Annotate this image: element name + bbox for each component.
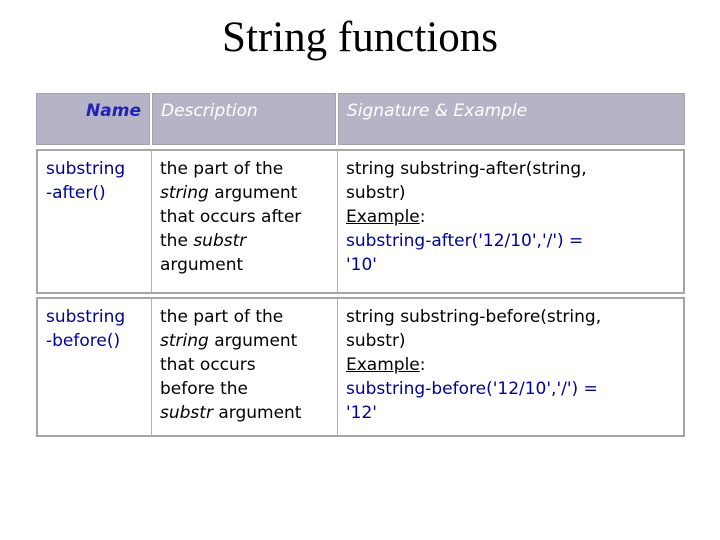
function-name-cell: substring -before() <box>38 299 152 435</box>
example-code: substring-after('12/10','/') = '10' <box>346 231 584 275</box>
example-code: substring-before('12/10','/') = '12' <box>346 379 598 423</box>
description-text: the part of the string argument that occ… <box>160 307 302 423</box>
example-label-line: Example: <box>346 355 426 375</box>
description-text: the part of the string argument that occ… <box>160 159 302 275</box>
column-header-description: Description <box>152 93 336 145</box>
signature-text: string substring-after(string, substr) <box>346 159 587 203</box>
signature-text: string substring-before(string, substr) <box>346 307 602 351</box>
function-name-cell: substring -after() <box>38 151 152 292</box>
column-header-name: Name <box>36 93 150 145</box>
page-title: String functions <box>222 14 498 61</box>
table-row: substring -after() the part of the strin… <box>36 149 685 294</box>
table-header-row: Name Description Signature & Example <box>36 93 685 145</box>
column-header-signature: Signature & Example <box>338 93 685 145</box>
signature-cell: string substring-before(string, substr) … <box>338 299 683 435</box>
table-row: substring -before() the part of the stri… <box>36 297 685 437</box>
signature-cell: string substring-after(string, substr) E… <box>338 151 683 292</box>
description-cell: the part of the string argument that occ… <box>152 151 338 292</box>
example-label-line: Example: <box>346 207 426 227</box>
string-functions-table: Name Description Signature & Example sub… <box>36 93 685 437</box>
description-cell: the part of the string argument that occ… <box>152 299 338 435</box>
